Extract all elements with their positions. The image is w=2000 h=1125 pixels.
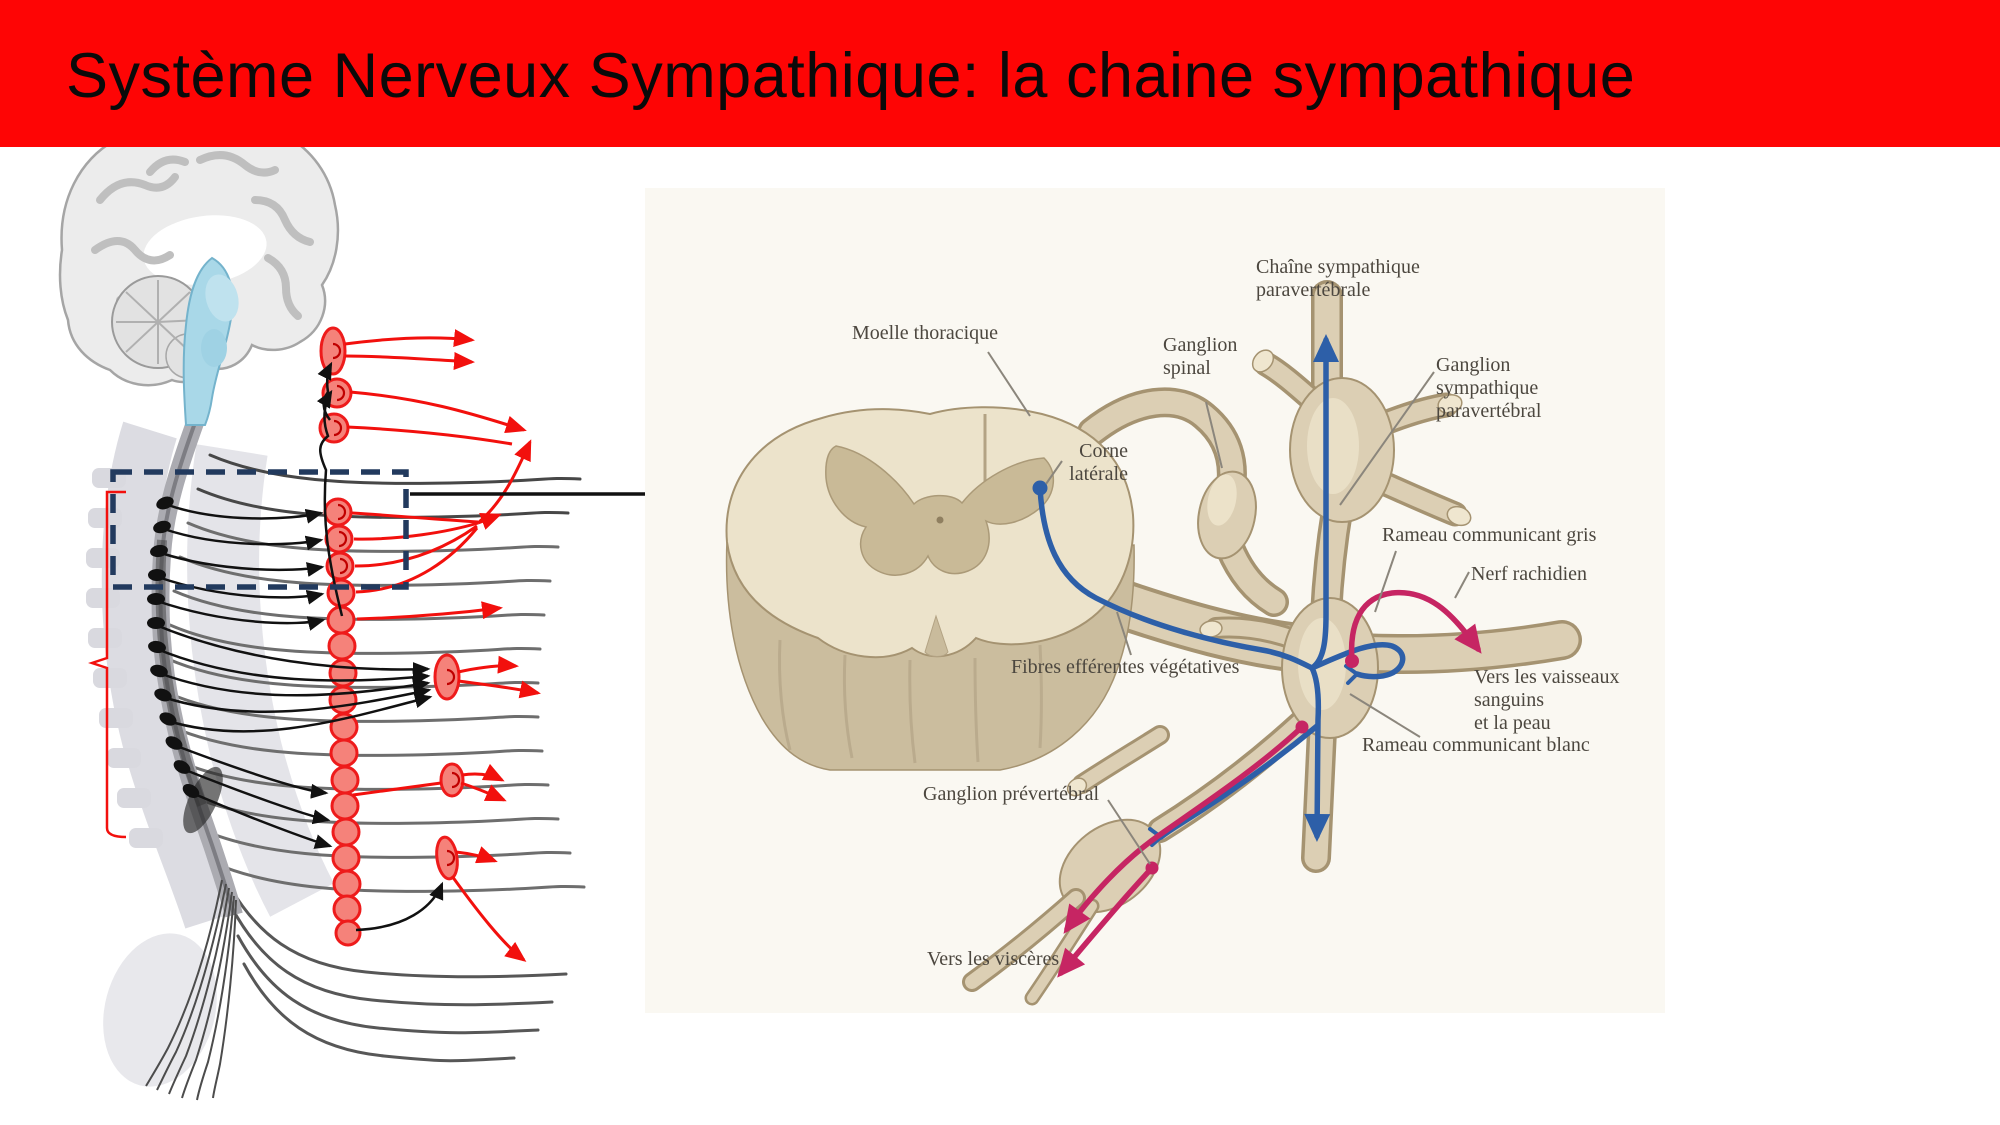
postganglionic-magenta-pathway <box>1057 589 1482 978</box>
label-ganglion-spinal: Ganglion spinal <box>1163 334 1238 380</box>
label-fibres-efferentes: Fibres efférentes végétatives <box>1011 656 1240 678</box>
brainstem-blue <box>182 256 239 426</box>
label-nerf-rachidien: Nerf rachidien <box>1471 563 1588 585</box>
spinal-cord-cross-section <box>725 406 1135 771</box>
brain-illustration <box>58 114 340 426</box>
label-vers-visceres: Vers les viscères <box>927 948 1060 970</box>
collateral-ganglia <box>433 653 465 881</box>
lateral-horn-neuron-dot <box>1032 480 1048 496</box>
label-corne-laterale: Corne latérale <box>1069 440 1128 486</box>
prevertebral-neuron-dot <box>1145 861 1159 875</box>
red-bracket <box>88 490 127 839</box>
gray-matter-butterfly <box>825 445 1054 576</box>
label-ganglion-prevertebral: Ganglion prévertébral <box>923 783 1100 805</box>
inset-figure <box>645 188 1665 1013</box>
ganglion-neuron-dot <box>1345 654 1359 668</box>
vertebral-column <box>86 421 334 1087</box>
slide-title: Système Nerveux Sympathique: la chaine s… <box>66 41 1636 111</box>
label-rameau-blanc: Rameau communicant blanc <box>1362 734 1590 756</box>
ganglion-synapse-glyphs <box>332 342 461 867</box>
preganglionic-fibers <box>147 361 444 932</box>
chain-neuron-dot <box>1295 720 1309 734</box>
roi-dashed-box <box>110 469 409 590</box>
cns-overview-figure <box>58 114 791 1101</box>
postganglionic-red-arrows <box>88 329 541 962</box>
label-rameau-gris: Rameau communicant gris <box>1382 524 1597 546</box>
title-banner: Système Nerveux Sympathique: la chaine s… <box>0 0 2000 147</box>
label-moelle-thoracique: Moelle thoracique <box>852 322 999 344</box>
sympathetic-chain <box>318 326 362 947</box>
label-chaine-sympathique: Chaîne sympathique paravertébrale <box>1256 256 1420 302</box>
label-ganglion-sympathique: Ganglion sympathique paravertébral <box>1436 354 1542 423</box>
label-vers-vaisseaux: Vers les vaisseaux sanguins et la peau <box>1474 666 1620 735</box>
leader-lines <box>987 351 1470 865</box>
